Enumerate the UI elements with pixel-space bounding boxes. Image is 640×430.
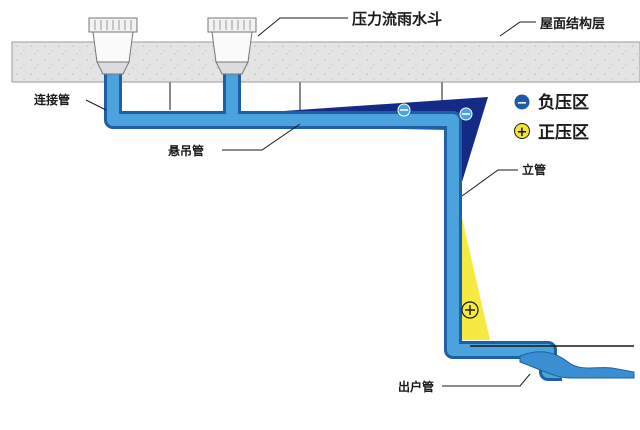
positive-pressure-zone	[458, 200, 490, 340]
legend-positive: + 正压区	[514, 123, 589, 143]
pipe-network	[104, 70, 562, 381]
negative-marker-icon	[397, 103, 411, 117]
vertical-pipe-label: 立管	[522, 162, 546, 177]
outlet-pipe-label: 出户管	[398, 379, 434, 394]
positive-marker-icon	[461, 301, 479, 319]
pipe-fill	[107, 70, 562, 378]
negative-symbol: −	[517, 96, 528, 111]
negative-marker-icon	[459, 107, 473, 121]
legend: − 负压区 + 正压区	[514, 92, 589, 143]
siphonic-drain-icon	[88, 17, 138, 75]
roof-structure-label: 屋面结构层	[540, 16, 605, 32]
siphonic-drain-icon	[207, 17, 257, 75]
water-splash-icon	[519, 351, 635, 379]
positive-symbol: +	[517, 125, 528, 140]
siphonic-drain-label: 压力流雨水斗	[352, 10, 442, 28]
legend-negative: − 负压区	[514, 92, 589, 113]
negative-zone-label: 负压区	[538, 92, 589, 113]
connecting-pipe-label: 连接管	[34, 92, 70, 107]
leader-lines	[85, 17, 536, 387]
positive-zone-label: 正压区	[538, 123, 589, 143]
suspended-pipe-label: 悬吊管	[167, 143, 204, 158]
